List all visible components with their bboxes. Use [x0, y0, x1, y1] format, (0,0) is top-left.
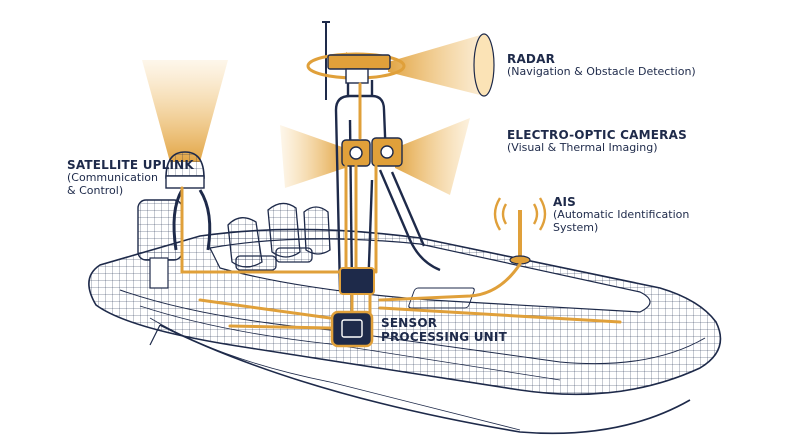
radar-desc: (Navigation & Obstacle Detection)	[507, 65, 696, 79]
radar-beam-rim	[473, 33, 495, 97]
radar-beam	[388, 34, 492, 96]
satellite-label: SATELLITE UPLINK (Communication & Contro…	[67, 158, 194, 198]
ais-desc-2: System)	[553, 221, 599, 235]
data-cables	[180, 82, 622, 330]
sensor-line-1: SENSOR	[381, 316, 438, 330]
sensor-line-2: PROCESSING UNIT	[381, 330, 507, 345]
junction-chip	[339, 267, 375, 295]
satellite-beam	[142, 60, 228, 162]
cameras-label: ELECTRO-OPTIC CAMERAS (Visual & Thermal …	[507, 128, 687, 155]
sensor-label: SENSOR PROCESSING UNIT	[381, 316, 507, 344]
camera-beam-right	[395, 118, 470, 195]
cameras-desc: (Visual & Thermal Imaging)	[507, 141, 658, 155]
satellite-dome-icon	[165, 151, 205, 189]
ais-desc-1: (Automatic Identification	[553, 208, 690, 222]
camera-pod-icon	[341, 137, 403, 167]
radar-antenna-icon	[306, 52, 406, 84]
radar-title: RADAR	[507, 52, 556, 66]
satellite-desc-2: & Control)	[67, 184, 124, 198]
ais-antenna-icon	[493, 197, 547, 265]
radar-label: RADAR (Navigation & Obstacle Detection)	[507, 52, 696, 79]
cameras-title: ELECTRO-OPTIC CAMERAS	[507, 128, 687, 142]
chip-icon	[330, 310, 374, 348]
ais-label: AIS (Automatic Identification System)	[553, 195, 689, 235]
seats	[227, 202, 331, 271]
satellite-assembly	[165, 151, 212, 251]
camera-beam-left	[280, 125, 345, 188]
ais-title: AIS	[553, 195, 576, 209]
satellite-title: SATELLITE UPLINK	[67, 158, 194, 172]
outboard-engine	[137, 199, 183, 289]
satellite-desc-1: (Communication	[67, 171, 158, 185]
